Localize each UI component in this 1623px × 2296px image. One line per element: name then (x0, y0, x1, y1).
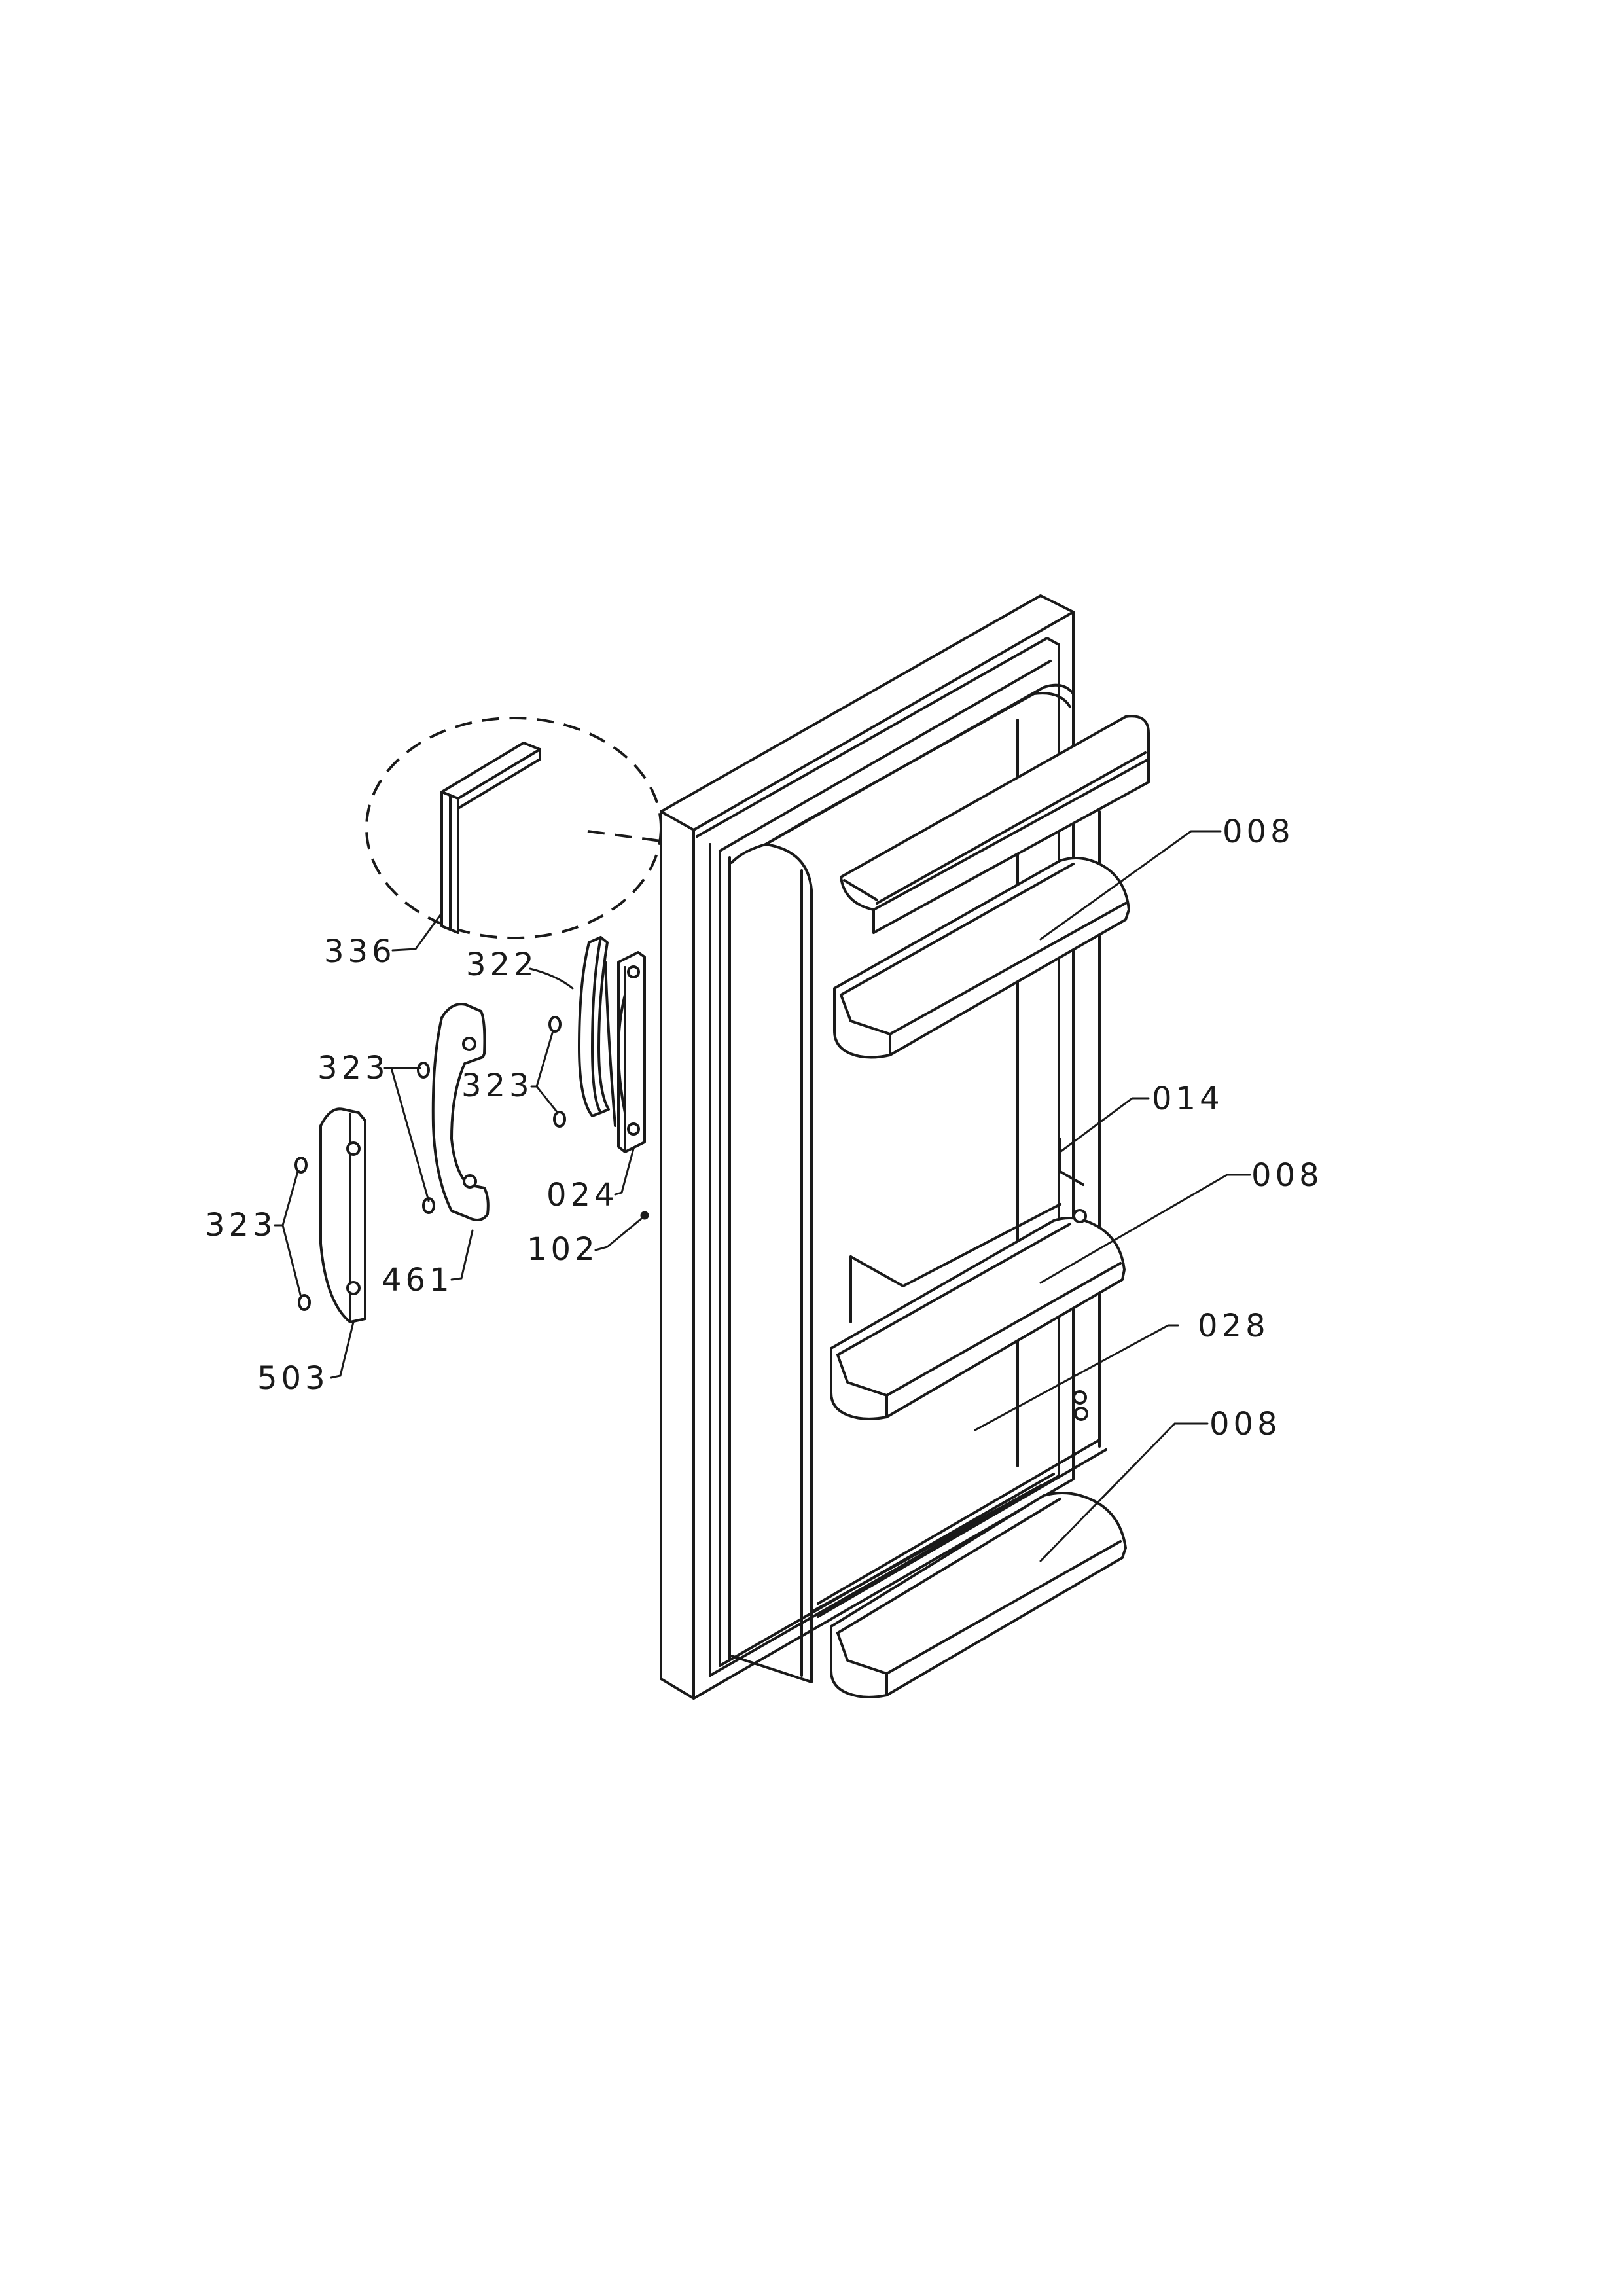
label-014: 014 (1152, 1081, 1224, 1117)
callout-labels: 336 322 323 323 024 461 102 323 503 008 … (205, 814, 1323, 1443)
label-008-top: 008 (1222, 814, 1294, 850)
handle-end-cap (319, 1107, 366, 1323)
label-008-bottom: 008 (1209, 1406, 1281, 1443)
door-gasket (696, 637, 1060, 1677)
door-handle (431, 1003, 490, 1221)
label-461: 461 (382, 1262, 454, 1299)
hinge-cover (578, 936, 610, 1117)
hinge-pin (640, 1211, 649, 1220)
label-028: 028 (1198, 1308, 1270, 1344)
door-balcony-middle (830, 1138, 1126, 1420)
label-323-hinge: 323 (461, 1067, 533, 1104)
label-322: 322 (466, 946, 538, 983)
label-323-handle: 323 (317, 1050, 389, 1086)
label-102: 102 (527, 1231, 599, 1268)
top-dairy-compartment (840, 715, 1150, 934)
liner-screw-bosses (1073, 1209, 1088, 1421)
label-008-middle: 008 (1251, 1157, 1323, 1194)
label-024: 024 (546, 1177, 618, 1213)
screws (294, 1016, 566, 1311)
door-balcony-top (833, 857, 1130, 1059)
label-503: 503 (257, 1360, 329, 1397)
leader-lines (274, 830, 1251, 1562)
gasket-detail-callout (365, 717, 662, 939)
label-323-cap: 323 (205, 1207, 277, 1244)
label-336: 336 (324, 933, 396, 970)
hinge-bracket (604, 951, 646, 1153)
door-balcony-bottom (813, 1484, 1127, 1698)
